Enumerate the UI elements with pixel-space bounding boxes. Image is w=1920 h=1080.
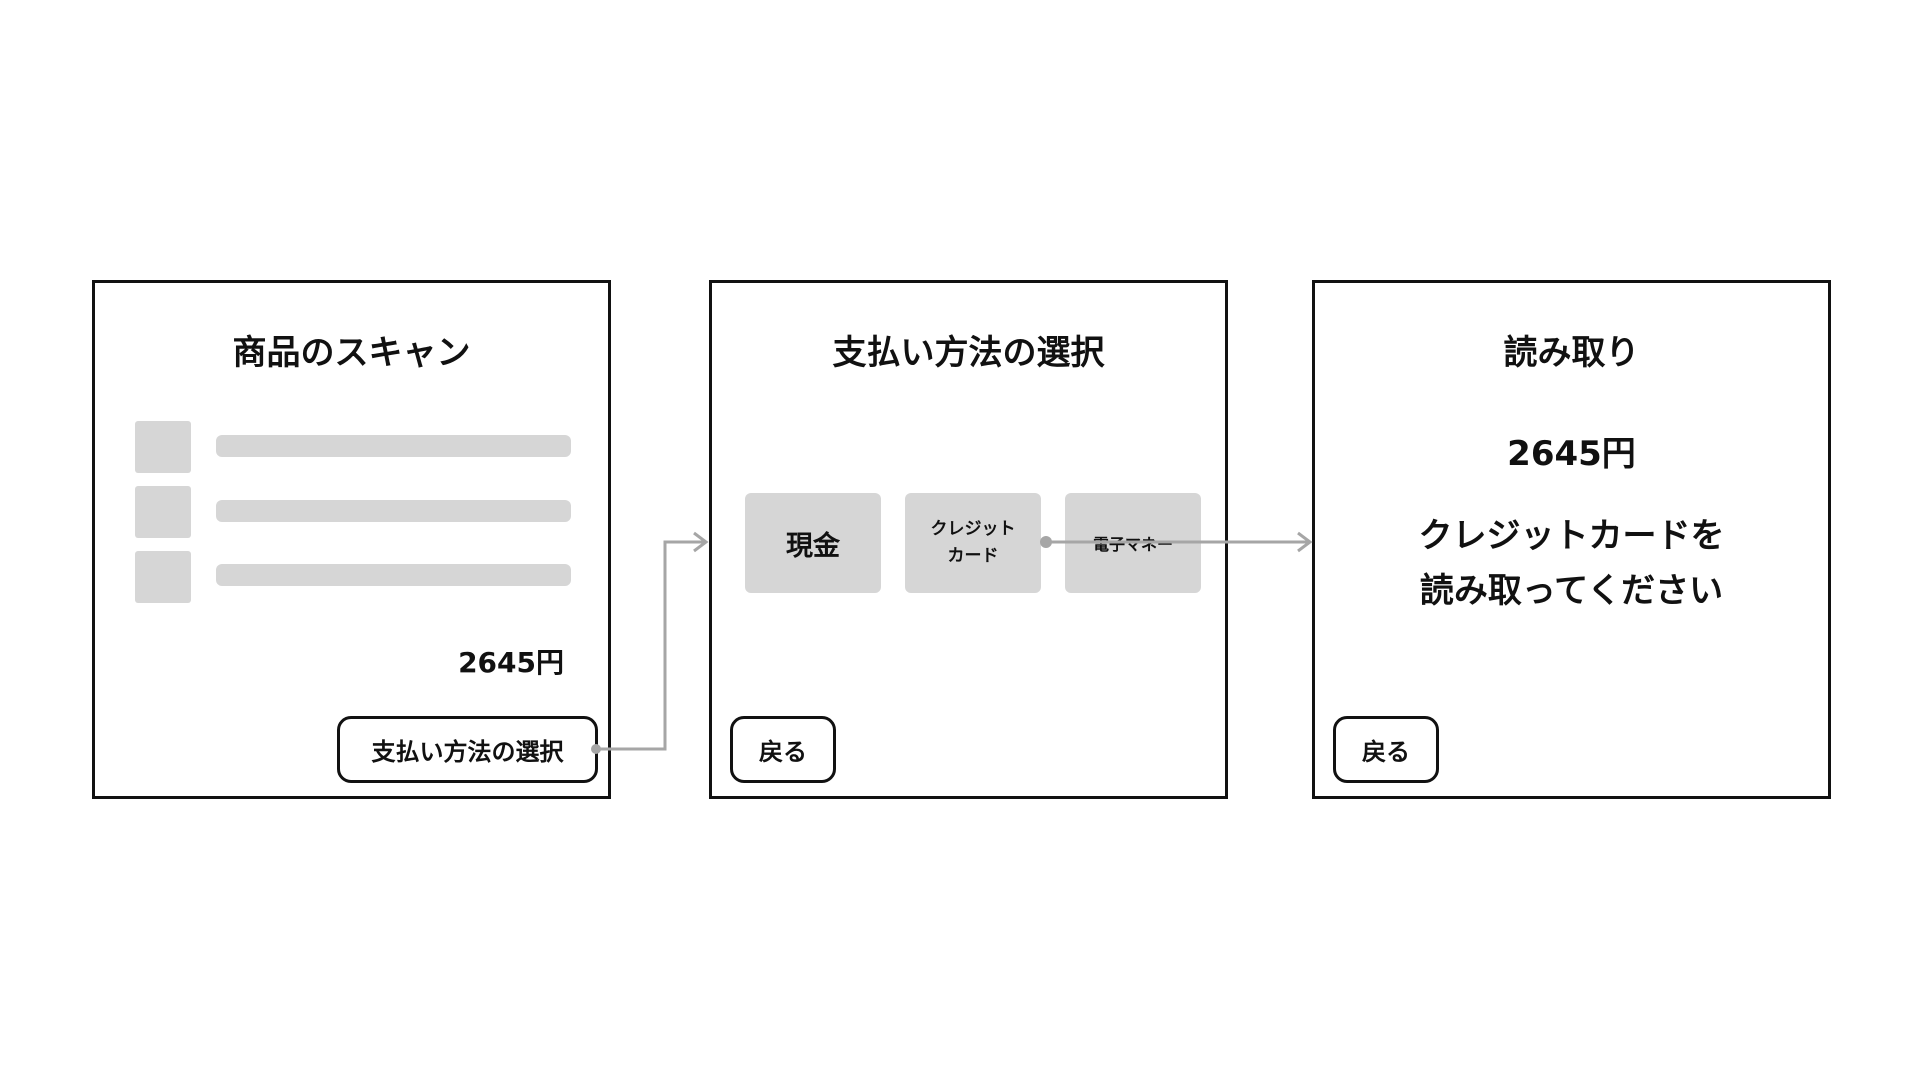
screen-title: 商品のスキャン bbox=[232, 333, 471, 373]
screen-product-scan: 商品のスキャン 2645円 支払い方法の選択 bbox=[92, 280, 611, 799]
arrowhead-icon bbox=[1297, 531, 1313, 553]
connector-line bbox=[596, 540, 706, 751]
item-thumbnail-placeholder bbox=[135, 421, 191, 473]
screen-card-reading: 読み取り 2645円 クレジットカードを 読み取ってください 戻る bbox=[1312, 280, 1831, 799]
arrowhead-icon bbox=[693, 531, 709, 553]
payment-option-cash[interactable]: 現金 bbox=[745, 493, 881, 593]
select-payment-method-button[interactable]: 支払い方法の選択 bbox=[337, 716, 598, 783]
screen-payment-method-selection: 支払い方法の選択 現金 クレジット カード 電子マネー 戻る bbox=[709, 280, 1228, 799]
card-reading-instruction: クレジットカードを 読み取ってください bbox=[1418, 516, 1725, 611]
item-text-placeholder bbox=[216, 500, 571, 522]
payment-option-e-money[interactable]: 電子マネー bbox=[1065, 493, 1201, 593]
item-thumbnail-placeholder bbox=[135, 486, 191, 538]
item-text-placeholder bbox=[216, 435, 571, 457]
back-button[interactable]: 戻る bbox=[1333, 716, 1439, 783]
item-text-placeholder bbox=[216, 564, 571, 586]
payment-option-credit-card[interactable]: クレジット カード bbox=[905, 493, 1041, 593]
total-amount: 2645円 bbox=[458, 646, 564, 679]
screen-title: 支払い方法の選択 bbox=[832, 333, 1105, 373]
screen-title: 読み取り bbox=[1503, 333, 1640, 373]
payment-amount: 2645円 bbox=[1507, 434, 1636, 474]
back-button[interactable]: 戻る bbox=[730, 716, 836, 783]
item-thumbnail-placeholder bbox=[135, 551, 191, 603]
